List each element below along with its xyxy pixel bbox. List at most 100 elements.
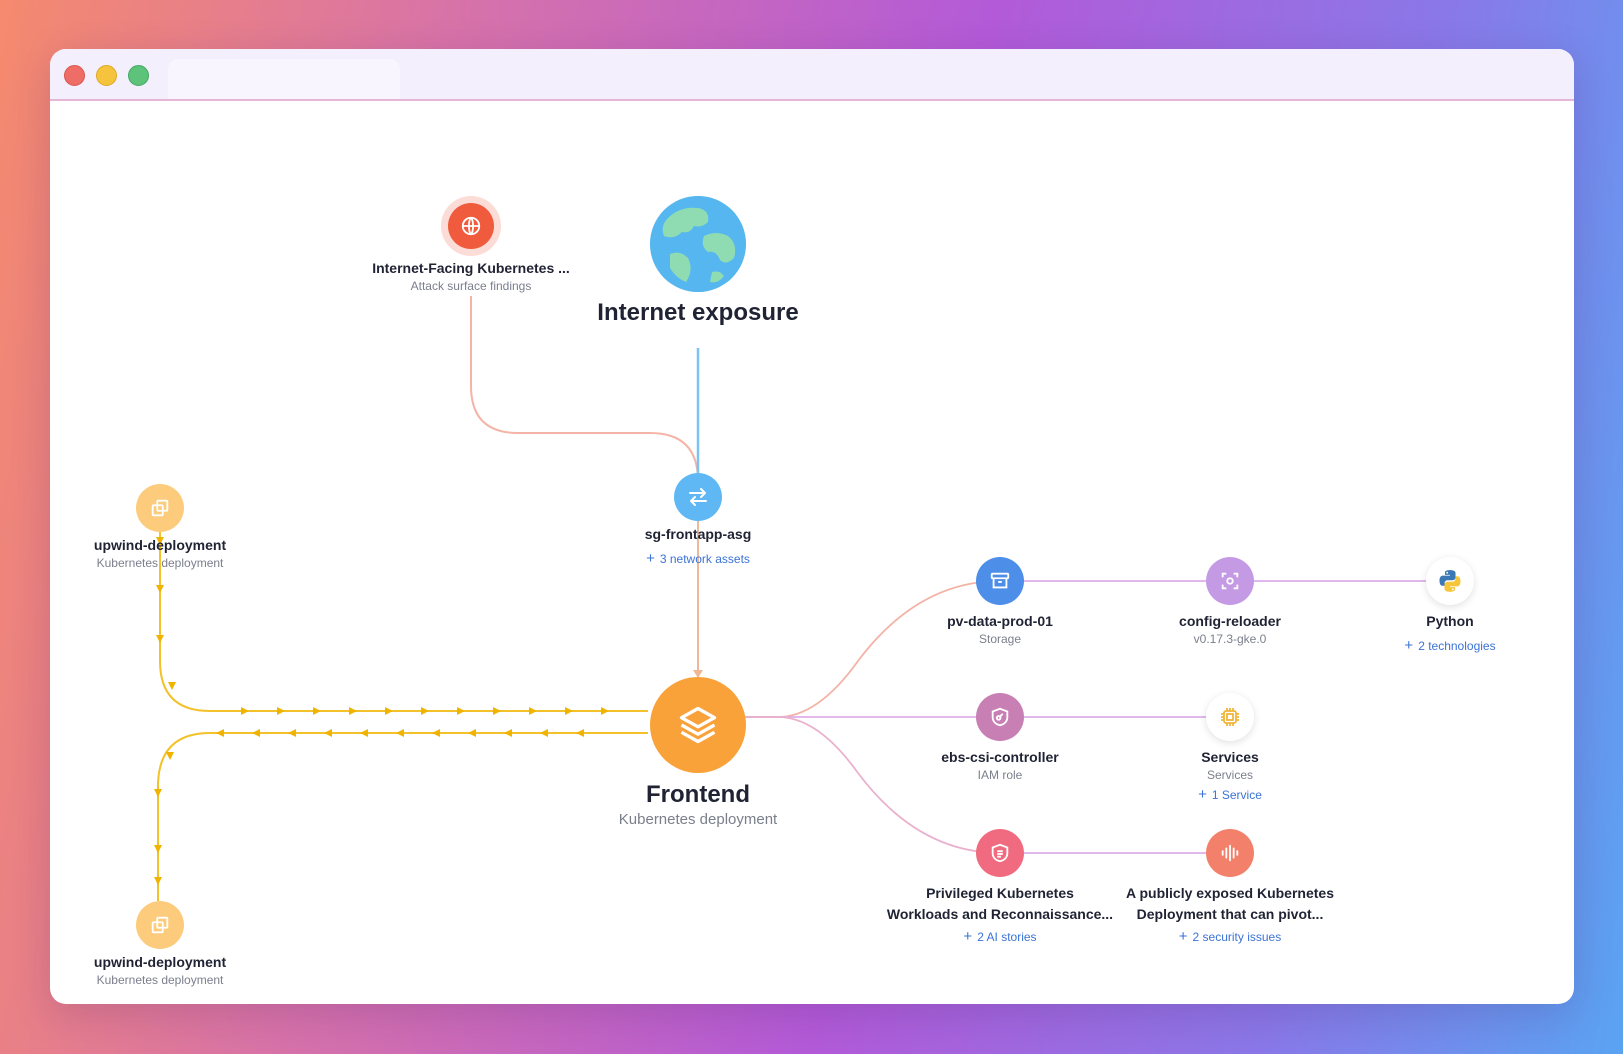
privileged-title-1: Privileged Kubernetes bbox=[926, 885, 1074, 901]
flow-arrow bbox=[493, 707, 501, 715]
flow-arrow bbox=[168, 682, 176, 690]
upwind-bottom-subtitle: Kubernetes deployment bbox=[96, 973, 224, 987]
flow-arrow bbox=[468, 729, 476, 737]
public-label: A publicly exposed Kubernetes Deployment… bbox=[1126, 885, 1334, 945]
public-security-issues-link[interactable]: +2 security issues bbox=[1178, 928, 1282, 945]
python-icon bbox=[1439, 570, 1461, 592]
flow-arrow bbox=[154, 789, 162, 797]
flow-arrow bbox=[529, 707, 537, 715]
upwind-bottom-label: upwind-deployment Kubernetes deployment bbox=[94, 954, 226, 988]
privileged-ai-stories-text: 2 AI stories bbox=[977, 930, 1037, 944]
shield-list-icon bbox=[991, 843, 1009, 863]
flow-arrow bbox=[601, 707, 609, 715]
flow-arrow bbox=[154, 877, 162, 885]
config-subtitle: v0.17.3-gke.0 bbox=[1193, 632, 1267, 646]
frontend-title: Frontend bbox=[646, 781, 750, 808]
edge-frontend-to-pv bbox=[740, 580, 1001, 718]
upwind-top-subtitle: Kubernetes deployment bbox=[96, 556, 224, 570]
frontend-subtitle: Kubernetes deployment bbox=[618, 811, 778, 828]
flow-arrow bbox=[540, 729, 548, 737]
graph-edges bbox=[154, 296, 1450, 901]
public-title-1: A publicly exposed Kubernetes bbox=[1126, 885, 1334, 901]
services-subtitle: Services bbox=[1206, 768, 1254, 782]
upwind-top-title: upwind-deployment bbox=[93, 537, 227, 553]
python-label: Python +2 technologies bbox=[1404, 613, 1495, 654]
sg-network-assets-text: 3 network assets bbox=[659, 552, 750, 566]
chip-icon bbox=[1221, 708, 1239, 726]
flow-arrow bbox=[154, 845, 162, 853]
upwind-bottom-node[interactable] bbox=[136, 901, 184, 949]
title-bar bbox=[50, 49, 1574, 101]
pv-node[interactable] bbox=[976, 557, 1024, 605]
ebs-subtitle: IAM role bbox=[977, 768, 1023, 782]
upwind-top-node[interactable] bbox=[136, 484, 184, 532]
flow-arrow bbox=[396, 729, 404, 737]
privileged-label: Privileged Kubernetes Workloads and Reco… bbox=[887, 885, 1113, 945]
frontend-label: Frontend Kubernetes deployment bbox=[619, 781, 777, 828]
public-title-2: Deployment that can pivot... bbox=[1136, 906, 1324, 922]
edge-upwind-top-to-frontend bbox=[159, 531, 648, 712]
flow-arrow bbox=[432, 729, 440, 737]
layers-icon bbox=[679, 706, 717, 744]
public-security-issues-text: 2 security issues bbox=[1192, 930, 1282, 944]
soundwave-icon bbox=[1221, 844, 1239, 862]
globe-icon bbox=[448, 203, 494, 249]
internet-exposure-title: Internet exposure bbox=[597, 299, 799, 326]
scan-icon bbox=[1221, 572, 1239, 590]
browser-tab[interactable] bbox=[168, 59, 400, 99]
flow-arrow bbox=[504, 729, 512, 737]
services-node[interactable] bbox=[1206, 693, 1254, 741]
config-title: config-reloader bbox=[1179, 613, 1281, 629]
services-title: Services bbox=[1201, 749, 1259, 765]
pv-label: pv-data-prod-01 Storage bbox=[947, 613, 1053, 647]
browser-window: Internet-Facing Kubernetes ... Attack su… bbox=[50, 49, 1574, 1004]
graph-canvas: Internet-Facing Kubernetes ... Attack su… bbox=[50, 101, 1574, 1004]
flow-arrow bbox=[324, 729, 332, 737]
minimize-window-button[interactable] bbox=[96, 65, 117, 86]
services-link[interactable]: +1 Service bbox=[1198, 786, 1262, 803]
flow-arrow bbox=[277, 707, 285, 715]
close-window-button[interactable] bbox=[64, 65, 85, 86]
python-technologies-link[interactable]: +2 technologies bbox=[1404, 637, 1496, 654]
config-label: config-reloader v0.17.3-gke.0 bbox=[1179, 613, 1281, 647]
deployment-icon bbox=[151, 499, 169, 517]
privileged-ai-stories-link[interactable]: +2 AI stories bbox=[963, 928, 1037, 945]
config-node[interactable] bbox=[1206, 557, 1254, 605]
internet-facing-node[interactable] bbox=[441, 196, 501, 256]
flow-arrow bbox=[156, 585, 164, 593]
internet-facing-subtitle: Attack surface findings bbox=[410, 279, 532, 293]
internet-facing-label: Internet-Facing Kubernetes ... Attack su… bbox=[372, 260, 570, 294]
services-label: Services Services +1 Service bbox=[1198, 749, 1262, 803]
edge-frontend-to-privileged bbox=[740, 716, 1001, 854]
swap-arrows-icon bbox=[689, 488, 707, 506]
pv-title: pv-data-prod-01 bbox=[947, 613, 1053, 629]
privileged-title-2: Workloads and Reconnaissance... bbox=[886, 906, 1114, 922]
ebs-node[interactable] bbox=[976, 693, 1024, 741]
internet-facing-title: Internet-Facing Kubernetes ... bbox=[372, 260, 570, 276]
upwind-top-label: upwind-deployment Kubernetes deployment bbox=[94, 537, 226, 571]
flow-arrow bbox=[360, 729, 368, 737]
upwind-bottom-title: upwind-deployment bbox=[93, 954, 227, 970]
sg-network-assets-link[interactable]: +3 network assets bbox=[646, 550, 750, 567]
flow-arrow bbox=[385, 707, 393, 715]
sg-node[interactable] bbox=[674, 473, 722, 521]
flow-arrow bbox=[241, 707, 249, 715]
flow-arrow bbox=[252, 729, 260, 737]
flow-arrow bbox=[576, 729, 584, 737]
earth-icon[interactable] bbox=[650, 196, 746, 292]
ebs-label: ebs-csi-controller IAM role bbox=[941, 749, 1058, 783]
flow-arrow bbox=[288, 729, 296, 737]
python-node[interactable] bbox=[1426, 557, 1474, 605]
shield-key-icon bbox=[991, 707, 1009, 727]
public-node[interactable] bbox=[1206, 829, 1254, 877]
flow-arrow bbox=[156, 537, 164, 545]
services-link-text: 1 Service bbox=[1211, 788, 1262, 802]
frontend-node[interactable] bbox=[650, 677, 746, 773]
maximize-window-button[interactable] bbox=[128, 65, 149, 86]
pv-subtitle: Storage bbox=[978, 632, 1022, 646]
privileged-node[interactable] bbox=[976, 829, 1024, 877]
flow-arrow bbox=[313, 707, 321, 715]
flow-arrow bbox=[421, 707, 429, 715]
archive-icon bbox=[990, 572, 1010, 589]
flow-arrow bbox=[156, 635, 164, 643]
